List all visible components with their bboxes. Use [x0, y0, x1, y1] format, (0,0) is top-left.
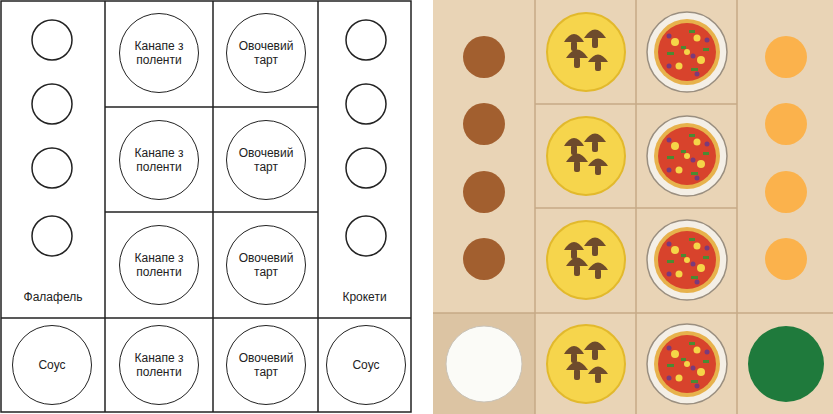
dish-name: Овочевий тарт: [234, 251, 298, 280]
dish-name: Канапе з поленти: [127, 146, 191, 175]
dish-name: Канапе з поленти: [127, 351, 191, 380]
dish-name: Канапе з поленти: [127, 251, 191, 280]
sauce-white: [446, 326, 522, 402]
tray-board: [433, 0, 833, 414]
tray-outline: [1, 1, 411, 412]
tray-grid: [1, 1, 411, 412]
dish-name: Канапе з поленти: [127, 39, 191, 68]
dish-name: Овочевий тарт: [234, 351, 298, 380]
dish-name: Овочевий тарт: [234, 146, 298, 175]
column-label: Крокети: [342, 290, 386, 304]
tart-icon: [647, 12, 727, 404]
falafel-piece: [463, 36, 505, 280]
dish-circle: Соус: [326, 325, 406, 405]
dish-circle: Канапе з поленти: [119, 13, 199, 93]
dish-circle: Овочевий тарт: [226, 225, 306, 305]
dish-circle: Овочевий тарт: [226, 325, 306, 405]
tray-cell: Крокети: [318, 1, 411, 318]
sauce-green: [748, 326, 824, 402]
empty-slot: [32, 20, 386, 256]
canape-icon: [547, 13, 625, 403]
croquette-piece: [765, 36, 807, 280]
dish-circle: Овочевий тарт: [226, 120, 306, 200]
dish-circle: Канапе з поленти: [119, 120, 199, 200]
dish-name: Соус: [352, 358, 379, 372]
dish-circle: Канапе з поленти: [119, 325, 199, 405]
dish-name: Соус: [38, 358, 65, 372]
board-cell: [433, 313, 535, 414]
dish-name: Овочевий тарт: [234, 39, 298, 68]
tray-cell: Фалафель: [1, 1, 105, 318]
dish-circle: Овочевий тарт: [226, 13, 306, 93]
column-label: Фалафель: [24, 290, 83, 304]
dish-circle: Канапе з поленти: [119, 225, 199, 305]
dish-circle: Соус: [12, 325, 92, 405]
board-grid: [433, 0, 833, 414]
